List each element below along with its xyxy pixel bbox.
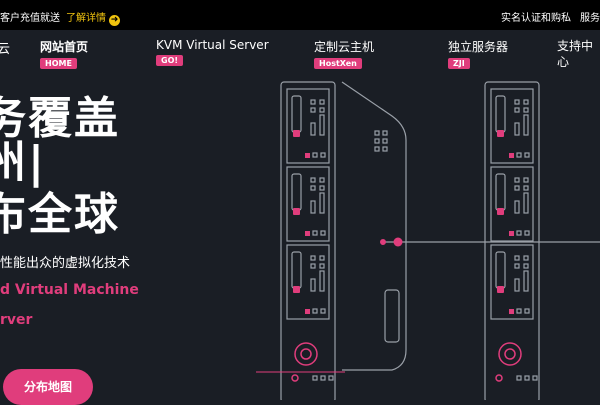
- hero-subtitle: 性能出众的虚拟化技术: [0, 256, 131, 271]
- connector-dot: [380, 239, 386, 245]
- nav-item-label: 独立服务器: [448, 40, 509, 54]
- announcement: 客户充值就送了解详情➜: [0, 9, 120, 26]
- server-unit: [490, 88, 534, 164]
- service-link[interactable]: 服务: [580, 13, 600, 24]
- arrow-right-icon[interactable]: ➜: [109, 15, 120, 26]
- hero-heading-line2: 州|: [0, 137, 47, 188]
- announcement-link[interactable]: 了解详情: [66, 13, 106, 24]
- server-unit: [286, 244, 330, 320]
- realname-link[interactable]: 实名认证和购私: [501, 13, 571, 24]
- announcement-text: 客户充值就送: [0, 13, 60, 24]
- hero-english-line2: rver: [0, 312, 33, 328]
- hero-english-line1: d Virtual Machine: [0, 282, 139, 298]
- server-unit: [286, 88, 330, 164]
- main-nav: 网站首页 HOME KVM Virtual Server GO! 定制云主机 H…: [0, 38, 600, 78]
- connector-dot: [393, 237, 403, 247]
- server-unit: [286, 166, 330, 242]
- server-unit: [490, 166, 534, 242]
- nav-item-support[interactable]: 支持中心: [557, 38, 595, 70]
- nav-item-label: 支持中心: [557, 39, 594, 69]
- server-door: [341, 81, 407, 371]
- power-button-icon: [294, 342, 318, 366]
- nav-item-home[interactable]: 网站首页 HOME: [40, 38, 88, 69]
- nav-item-kvm[interactable]: KVM Virtual Server GO!: [156, 38, 269, 66]
- nav-item-label: KVM Virtual Server: [156, 38, 269, 52]
- nav-badge: HOME: [40, 58, 77, 69]
- nav-item-label: 定制云主机: [314, 40, 375, 54]
- server-rack-left: [280, 81, 336, 400]
- hero-heading-line1: 务覆盖: [0, 93, 120, 144]
- nav-badge: GO!: [156, 55, 184, 66]
- server-unit: [490, 244, 534, 320]
- logo-fragment[interactable]: 云: [0, 42, 11, 57]
- top-bar: 客户充值就送了解详情➜ 实名认证和购私 服务: [0, 0, 600, 30]
- nav-item-label: 网站首页: [40, 40, 89, 54]
- nav-item-dedicated[interactable]: 独立服务器 ZJI: [448, 38, 508, 69]
- power-button-icon: [498, 342, 522, 366]
- nav-badge: HostXen: [314, 58, 362, 69]
- map-button[interactable]: 分布地图: [3, 369, 93, 405]
- hero-heading-line3: 布全球: [0, 189, 120, 240]
- nav-badge: ZJI: [448, 58, 470, 69]
- nav-item-custom-cloud[interactable]: 定制云主机 HostXen: [314, 38, 374, 69]
